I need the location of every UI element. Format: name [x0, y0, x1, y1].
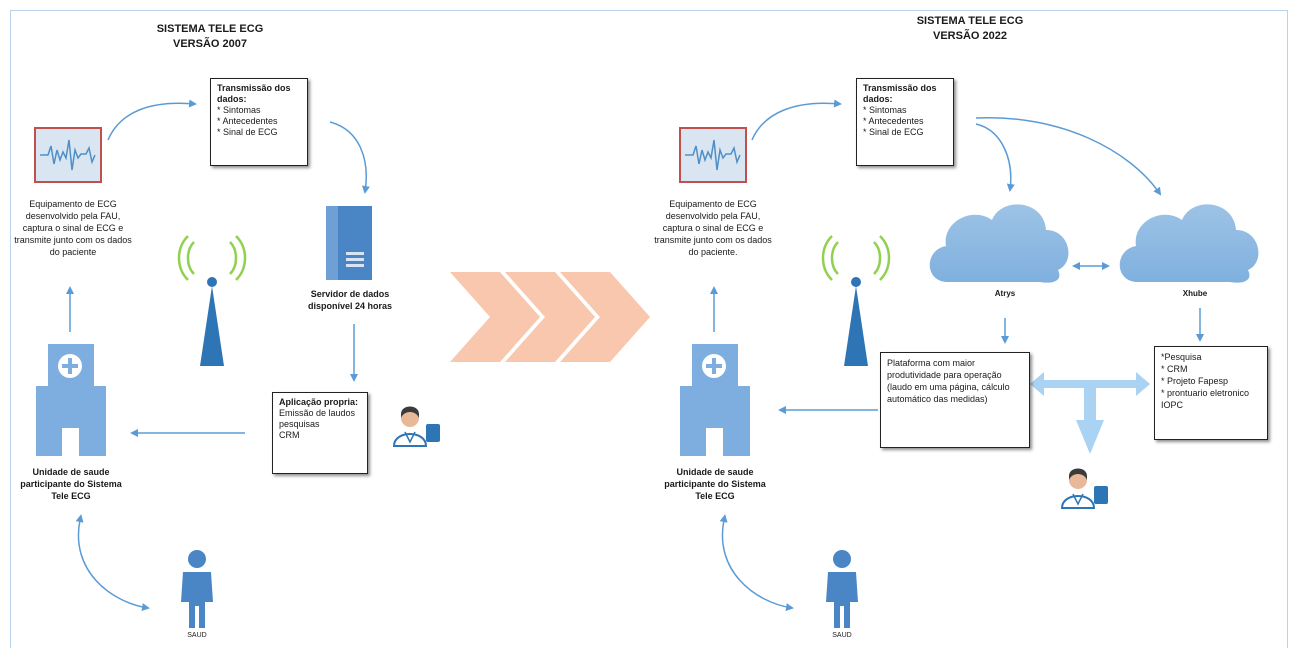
title-2022-line1: SISTEMA TELE ECG — [916, 15, 1024, 27]
server-caption: Servidor de dados disponível 24 horas — [307, 289, 393, 311]
cloud-xhube-label: Xhube — [1182, 289, 1208, 298]
transmission-item: * Antecedentes — [863, 116, 924, 126]
transmission-item: * Sintomas — [217, 105, 261, 115]
transmission-item: * Antecedentes — [217, 116, 278, 126]
antenna-icon — [177, 235, 247, 366]
unit-caption-2022: Unidade de saude participante do Sistema… — [664, 467, 766, 501]
cloud-atrys-icon — [929, 204, 1069, 283]
app-box-2007: Aplicação propria: Emissão de laudos pes… — [272, 392, 368, 474]
title-2007-line1: SISTEMA TELE ECG — [156, 23, 264, 35]
antenna-icon-2022 — [821, 235, 891, 366]
app-box-item: CRM — [279, 430, 300, 440]
xhube-box-2022: *Pesquisa * CRM * Projeto Fapesp * pront… — [1154, 346, 1268, 440]
arrow-transmission-to-xhube — [975, 116, 1162, 196]
transmission-head: Transmissão dos dados: — [217, 83, 291, 104]
platform-box-text: Plataforma com maior produtividade para … — [887, 358, 1010, 404]
transmission-box-2022: Transmissão dos dados: * Sintomas * Ante… — [856, 78, 954, 166]
app-box-item: pesquisas — [279, 419, 320, 429]
arrow-transmission-to-atrys — [975, 123, 1015, 192]
title-2007-line2: VERSÃO 2007 — [173, 38, 247, 50]
arrow-ecg-to-transmission-2022 — [751, 99, 842, 141]
title-2007: SISTEMA TELE ECG VERSÃO 2007 — [120, 22, 300, 52]
connector-t-arrow-icon — [1030, 372, 1150, 454]
doctor-icon-2022 — [1060, 468, 1108, 509]
xhube-box-item: * Projeto Fapesp — [1161, 376, 1229, 386]
app-box-head: Aplicação propria: — [279, 397, 359, 407]
platform-box-2022: Plataforma com maior produtividade para … — [880, 352, 1030, 448]
cloud-atrys-label: Atrys — [994, 289, 1016, 298]
person-caption-2007: SAUD — [187, 632, 207, 639]
arrow-unit-person — [75, 514, 150, 612]
transmission-item: * Sinal de ECG — [863, 127, 924, 137]
doctor-icon — [392, 406, 440, 447]
arrow-ecg-to-transmission — [107, 99, 197, 141]
person-caption-2022: SAUD — [832, 632, 852, 639]
unit-caption-2007: Unidade de saude participante do Sistema… — [20, 467, 122, 501]
xhube-box-item: * prontuario eletronico IOPC — [1161, 388, 1250, 410]
transition-chevrons-icon — [450, 272, 650, 362]
ecg-device-icon-2022 — [679, 127, 747, 183]
hospital-icon — [36, 344, 106, 456]
arrow-transmission-to-server — [329, 121, 370, 194]
transmission-item: * Sintomas — [863, 105, 907, 115]
arrow-unit-person-2022 — [719, 514, 794, 612]
title-2022-line2: VERSÃO 2022 — [933, 30, 1007, 42]
diagram-frame — [10, 10, 1288, 648]
ecg-device-icon — [34, 127, 102, 183]
xhube-box-item: *Pesquisa — [1161, 352, 1202, 362]
ecg-caption-2007: Equipamento de ECG desenvolvido pela FAU… — [14, 199, 132, 257]
xhube-box-item: * CRM — [1161, 364, 1188, 374]
person-icon-2022 — [826, 550, 858, 628]
cloud-xhube-icon — [1119, 204, 1259, 283]
server-icon — [326, 206, 372, 280]
ecg-caption-2022: Equipamento de ECG desenvolvido pela FAU… — [654, 199, 772, 257]
app-box-item: Emissão de laudos — [279, 408, 356, 418]
title-2022: SISTEMA TELE ECG VERSÃO 2022 — [880, 14, 1060, 44]
transmission-box-2007: Transmissão dos dados: * Sintomas * Ante… — [210, 78, 308, 166]
transmission-item: * Sinal de ECG — [217, 127, 278, 137]
person-icon — [181, 550, 213, 628]
transmission-head: Transmissão dos dados: — [863, 83, 937, 104]
hospital-icon-2022 — [680, 344, 750, 456]
